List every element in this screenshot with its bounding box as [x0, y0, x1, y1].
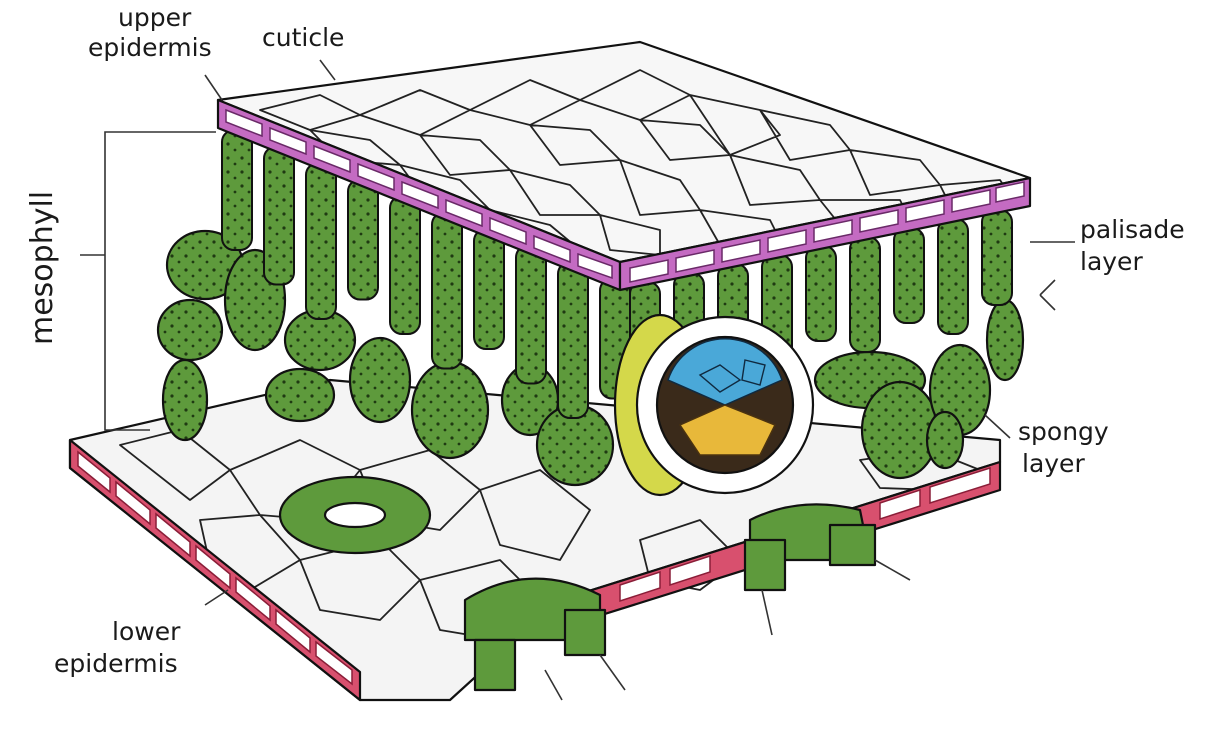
spongy-cell — [862, 382, 938, 478]
spongy-cell — [158, 300, 222, 360]
guard-cell-base — [565, 610, 605, 655]
guard-cell-base — [830, 525, 875, 565]
palisade-cell — [558, 262, 588, 418]
palisade-cell — [850, 237, 880, 352]
palisade-cell — [390, 196, 420, 334]
guard-cell-leader — [600, 655, 625, 690]
label-spongy-2: layer — [1022, 449, 1085, 478]
palisade-cell — [516, 246, 546, 384]
guard-cell-base — [745, 540, 785, 590]
vascular-bundle — [615, 315, 813, 495]
label-lower-epidermis-2: epidermis — [54, 649, 178, 678]
palisade-cell — [982, 210, 1012, 305]
label-lower-epidermis-1: lower — [112, 617, 181, 646]
label-mesophyll: mesophyll — [25, 191, 60, 345]
palisade-cell — [348, 180, 378, 300]
palisade-cell — [894, 228, 924, 323]
palisade-bracket — [1040, 280, 1055, 310]
spongy-cell — [163, 360, 207, 440]
palisade-cell — [432, 213, 462, 369]
guard-cell-leader — [545, 670, 562, 700]
stoma-leader — [762, 590, 772, 635]
palisade-cell — [222, 130, 252, 250]
cuticle-leader — [320, 60, 335, 80]
palisade-cell — [938, 219, 968, 334]
label-upper-epidermis-2: epidermis — [88, 33, 212, 62]
palisade-cell — [306, 163, 336, 319]
palisade-cell — [474, 229, 504, 349]
label-upper-epidermis-1: upper — [118, 3, 192, 32]
spongy-cell — [266, 369, 334, 421]
spongy-cell — [350, 338, 410, 422]
upper-epidermis-leader — [205, 75, 222, 100]
label-spongy-1: spongy — [1018, 417, 1109, 446]
spongy-cell — [927, 412, 963, 468]
stoma-pore — [325, 503, 385, 527]
label-palisade-2: layer — [1080, 247, 1143, 276]
spongy-cell — [987, 300, 1023, 380]
palisade-cell — [806, 246, 836, 341]
spongy-cell — [412, 362, 488, 458]
stoma-leader — [875, 560, 910, 580]
label-palisade-1: palisade — [1080, 215, 1185, 244]
label-cuticle: cuticle — [262, 23, 344, 52]
guard-cell-base — [475, 640, 515, 690]
lower-epidermis-leader — [205, 590, 228, 605]
palisade-cell — [264, 147, 294, 285]
spongy-leader — [985, 415, 1010, 438]
